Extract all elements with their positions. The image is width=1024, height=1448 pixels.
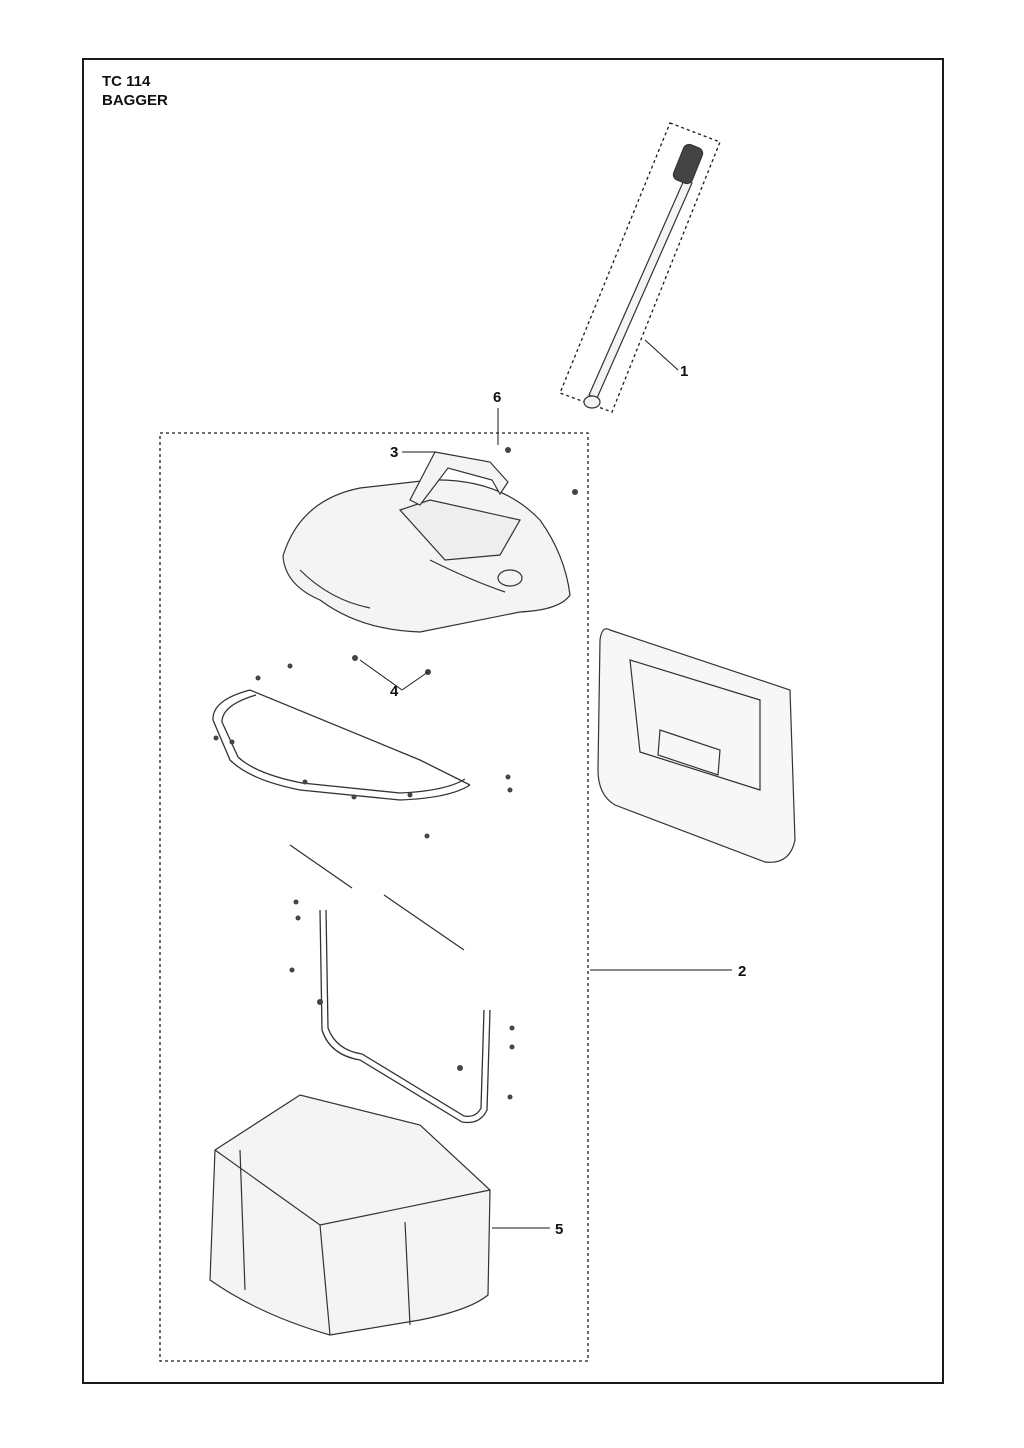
callout-5: 5 — [555, 1221, 563, 1238]
handle-rod-part — [583, 143, 704, 409]
lower-u-frame — [319, 909, 491, 1124]
support-struts — [289, 844, 465, 951]
bagger-side-panel — [597, 628, 796, 863]
bagger-lid-part — [282, 479, 571, 633]
upper-frame-tube — [212, 689, 471, 801]
handle-assembly-box — [559, 122, 721, 413]
callout-6: 6 — [493, 389, 501, 406]
callout-4: 4 — [390, 683, 399, 700]
fasteners — [213, 447, 578, 1100]
callout-3: 3 — [390, 444, 398, 461]
page-title: TC 114 BAGGER — [102, 72, 168, 110]
model-name: TC 114 — [102, 73, 151, 90]
grass-bag-part — [209, 1094, 491, 1336]
callout-2: 2 — [738, 963, 746, 980]
page-border — [82, 58, 944, 1384]
callout-1: 1 — [680, 363, 688, 380]
section-name: BAGGER — [102, 92, 168, 109]
lid-handle-part — [409, 451, 509, 506]
